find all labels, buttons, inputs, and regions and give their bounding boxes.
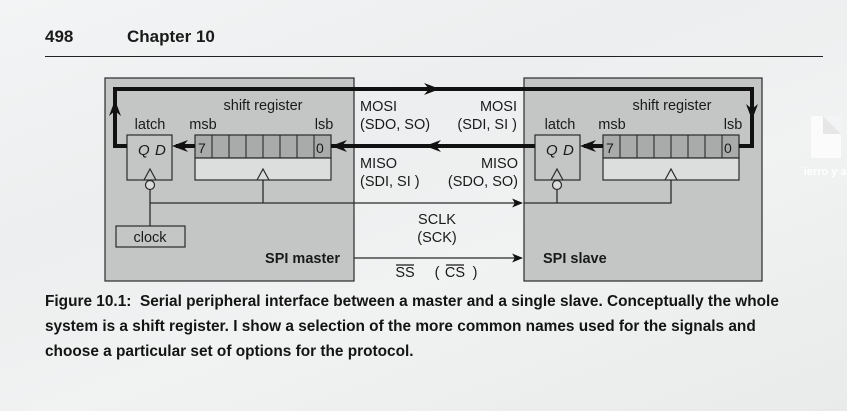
master-shift-register: 7 0	[194, 134, 332, 181]
slave-clock-wire	[524, 180, 672, 204]
master-lsb-bit: 0	[316, 140, 324, 156]
slave-lsb-bit: 0	[724, 140, 732, 156]
ss-label: SS ( CS )	[395, 264, 478, 281]
slave-msb-label: msb	[598, 117, 625, 133]
mosi-master-name: MOSI	[360, 99, 397, 115]
slave-msb-bit: 7	[606, 140, 614, 156]
header-rule	[45, 56, 823, 57]
master-clock-label: clock	[133, 230, 167, 246]
master-lsb-label: lsb	[315, 117, 334, 133]
figure-label: Figure 10.1:	[45, 293, 132, 310]
slave-lsb-label: lsb	[724, 117, 743, 133]
slave-register-dividers	[619, 135, 723, 158]
master-latch-clock-triangle	[143, 167, 157, 181]
mosi-arrow-up	[109, 100, 121, 116]
mosi-arrow-right	[424, 83, 440, 95]
ss-close-paren: )	[473, 265, 478, 281]
mosi-slave-name: MOSI	[480, 99, 517, 115]
miso-arrow-into-master-lsb	[331, 140, 347, 152]
master-latch-inverter-bubble	[144, 179, 156, 191]
slave-title: SPI slave	[543, 251, 607, 267]
slave-latch-d: D	[563, 142, 574, 159]
master-register-clock-triangle	[256, 167, 270, 181]
watermark: hierro y acero	[803, 116, 847, 196]
watermark-text: hierro y acero	[803, 166, 847, 178]
master-latch-q: Q	[138, 142, 150, 159]
master-register-dividers	[211, 135, 315, 158]
cs-name: CS	[445, 265, 465, 281]
slave-latch-inverter-bubble	[551, 179, 563, 191]
slave-latch-label: latch	[545, 117, 576, 133]
miso-arrow-mid	[425, 140, 441, 152]
slave-shift-register-label: shift register	[633, 98, 712, 114]
master-latch-label: latch	[135, 117, 166, 133]
master-latch-d: D	[155, 142, 166, 159]
page-number: 498	[45, 27, 74, 46]
ss-name: SS	[395, 265, 414, 281]
figure-caption: Figure 10.1: Serial peripheral interface…	[45, 289, 805, 364]
sclk-name: SCLK	[418, 212, 456, 228]
mosi-slave-alt: (SDI, SI )	[457, 117, 517, 133]
miso-slave-name: MISO	[481, 156, 518, 172]
master-title: SPI master	[265, 251, 340, 267]
miso-master-alt: (SDI, SI )	[360, 174, 420, 190]
miso-master-name: MISO	[360, 156, 397, 172]
slave-msb-to-latch-arrow	[580, 140, 596, 152]
slave-latch-clock-triangle	[550, 167, 564, 181]
master-msb-to-latch-arrow	[172, 140, 188, 152]
figure-caption-text: Serial peripheral interface between a ma…	[45, 293, 779, 360]
mosi-master-alt: (SDO, SO)	[360, 117, 430, 133]
mosi-arrow-down	[746, 104, 758, 120]
chapter-title: Chapter 10	[127, 27, 215, 46]
sclk-alt: (SCK)	[417, 230, 456, 246]
slave-register-clock-triangle	[664, 167, 678, 181]
master-msb-label: msb	[189, 117, 216, 133]
slave-shift-register: 7 0	[602, 134, 740, 181]
master-msb-bit: 7	[198, 140, 206, 156]
miso-slave-alt: (SDO, SO)	[448, 174, 518, 190]
document-icon	[811, 116, 841, 158]
ss-open-paren: (	[435, 265, 440, 281]
slave-latch	[534, 134, 581, 181]
slave-latch-q: Q	[546, 142, 558, 159]
master-shift-register-label: shift register	[224, 98, 303, 114]
